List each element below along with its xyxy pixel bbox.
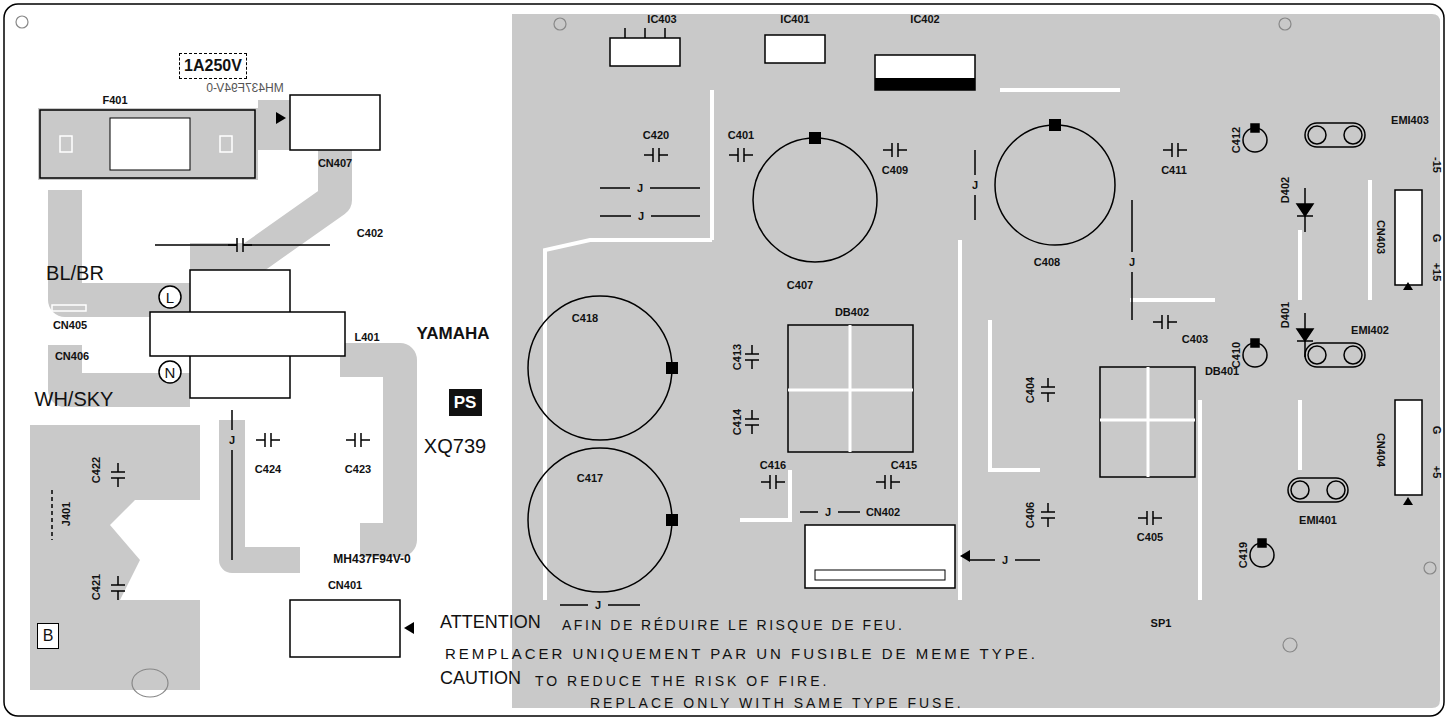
warning-text: REPLACE ONLY WITH SAME TYPE FUSE. (590, 696, 964, 710)
jumper-label: J (972, 180, 978, 191)
node-text: PS (454, 394, 477, 411)
node-text: L (166, 290, 174, 305)
part-designator: C416 (760, 460, 786, 471)
node-text: N (165, 365, 176, 380)
board-rating: MH437F94V-0 (333, 553, 410, 565)
pin-label: -15 (1431, 157, 1442, 173)
part-designator: C415 (891, 460, 917, 471)
part-designator: F401 (102, 95, 127, 106)
marker-box: B (37, 623, 59, 649)
part-designator: C417 (577, 473, 603, 484)
part-designator: CN405 (53, 320, 87, 331)
part-designator: C418 (572, 313, 598, 324)
part-designator: C420 (643, 130, 669, 141)
part-designator: SP1 (1151, 618, 1172, 629)
part-designator: CN404 (1375, 433, 1386, 467)
jumper-label: J (825, 507, 831, 518)
pin-label: G (1431, 426, 1442, 435)
warning-text: TO REDUCE THE RISK OF FIRE. (535, 674, 829, 688)
part-designator: DB401 (1205, 366, 1239, 377)
brand-mark: YAMAHA (416, 325, 489, 342)
part-designator: EMI403 (1391, 115, 1429, 126)
part-designator: EMI401 (1299, 515, 1337, 526)
part-designator: C423 (345, 464, 371, 475)
part-designator: C403 (1182, 334, 1208, 345)
board-code: XQ739 (424, 436, 486, 456)
part-designator: CN403 (1375, 220, 1386, 254)
part-designator: C411 (1161, 165, 1187, 176)
part-designator: C408 (1034, 257, 1060, 268)
part-designator: C402 (357, 228, 383, 239)
part-designator: EMI402 (1351, 325, 1389, 336)
pin-label: +15 (1431, 263, 1442, 282)
part-designator: C419 (1238, 542, 1249, 568)
part-designator: C407 (787, 280, 813, 291)
part-designator: C413 (732, 344, 743, 370)
part-designator: C424 (255, 464, 281, 475)
jumper-label: J (637, 183, 643, 194)
part-designator: IC401 (780, 14, 809, 25)
pin-label: G (1431, 234, 1442, 243)
pin-label: +5 (1431, 466, 1442, 479)
terminal-circle: N (158, 360, 182, 384)
part-designator: IC403 (647, 14, 676, 25)
part-designator: C405 (1137, 532, 1163, 543)
terminal-circle: L (158, 285, 182, 309)
jumper-label: J (1002, 555, 1008, 566)
warning-heading: ATTENTION (440, 613, 541, 631)
part-designator: C410 (1231, 342, 1242, 368)
part-designator: C401 (728, 130, 754, 141)
fuse-rating-box: 1A250V (179, 53, 247, 79)
part-designator: CN401 (328, 580, 362, 591)
part-designator: IC402 (910, 14, 939, 25)
jumper-label: J (595, 600, 601, 611)
part-designator: CN406 (55, 351, 89, 362)
part-designator: C404 (1025, 377, 1036, 403)
board-code-box: PS (449, 389, 482, 416)
warning-text: REMPLACER UNIQUEMENT PAR UN FUSIBLE DE M… (445, 646, 1038, 661)
part-designator: DB402 (835, 307, 869, 318)
part-designator: CN407 (318, 158, 352, 169)
warning-heading: CAUTION (440, 669, 521, 687)
mirrored-rating: MH437F94V-0 (206, 82, 283, 94)
part-designator: CN402 (866, 507, 900, 518)
part-designator: C421 (91, 574, 102, 600)
wire-color-label: BL/BR (46, 263, 104, 283)
part-designator: C412 (1231, 127, 1242, 153)
part-designator: J401 (61, 502, 72, 526)
part-designator: D401 (1280, 302, 1291, 328)
warning-text: AFIN DE RÉDUIRE LE RISQUE DE FEU. (562, 618, 904, 632)
node-text: B (43, 628, 54, 644)
jumper-label: J (1129, 257, 1135, 268)
part-designator: C414 (732, 409, 743, 435)
jumper-label: J (638, 211, 644, 222)
part-designator: C406 (1025, 502, 1036, 528)
part-designator: C422 (91, 457, 102, 483)
jumper-label: J (229, 435, 235, 446)
wire-color-label: WH/SKY (35, 389, 114, 409)
node-text: 1A250V (184, 58, 242, 74)
part-designator: D402 (1280, 177, 1291, 203)
part-designator: C409 (882, 165, 908, 176)
part-designator: L401 (354, 332, 379, 343)
